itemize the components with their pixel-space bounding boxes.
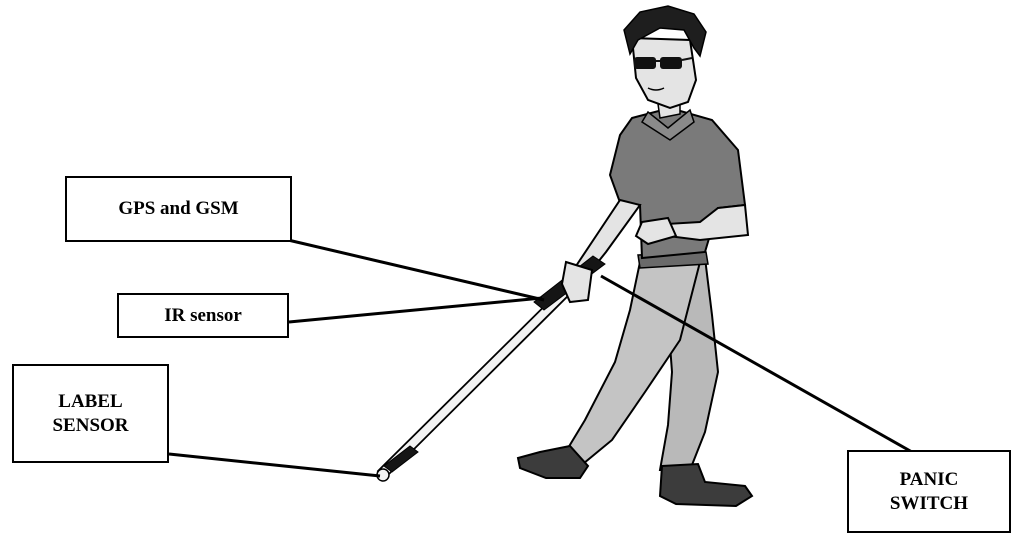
label-panic-switch-line-2: SWITCH bbox=[890, 492, 968, 516]
back-shoe bbox=[660, 464, 752, 506]
label-ir-sensor: IR sensor bbox=[117, 293, 289, 338]
label-panic-switch: PANIC SWITCH bbox=[847, 450, 1011, 533]
label-label-sensor: LABEL SENSOR bbox=[12, 364, 169, 463]
left-hand bbox=[562, 262, 592, 302]
label-ir-sensor-text: IR sensor bbox=[164, 304, 242, 328]
label-label-sensor-line-2: SENSOR bbox=[52, 414, 128, 438]
label-panic-switch-line-1: PANIC bbox=[900, 468, 959, 492]
label-gps-gsm: GPS and GSM bbox=[65, 176, 292, 242]
label-gps-gsm-text: GPS and GSM bbox=[118, 197, 238, 221]
label-label-sensor-line-1: LABEL bbox=[58, 390, 122, 414]
leader-gps bbox=[288, 240, 544, 300]
head bbox=[632, 38, 696, 108]
leader-ir bbox=[289, 298, 542, 322]
leader-label-sensor bbox=[169, 454, 380, 476]
